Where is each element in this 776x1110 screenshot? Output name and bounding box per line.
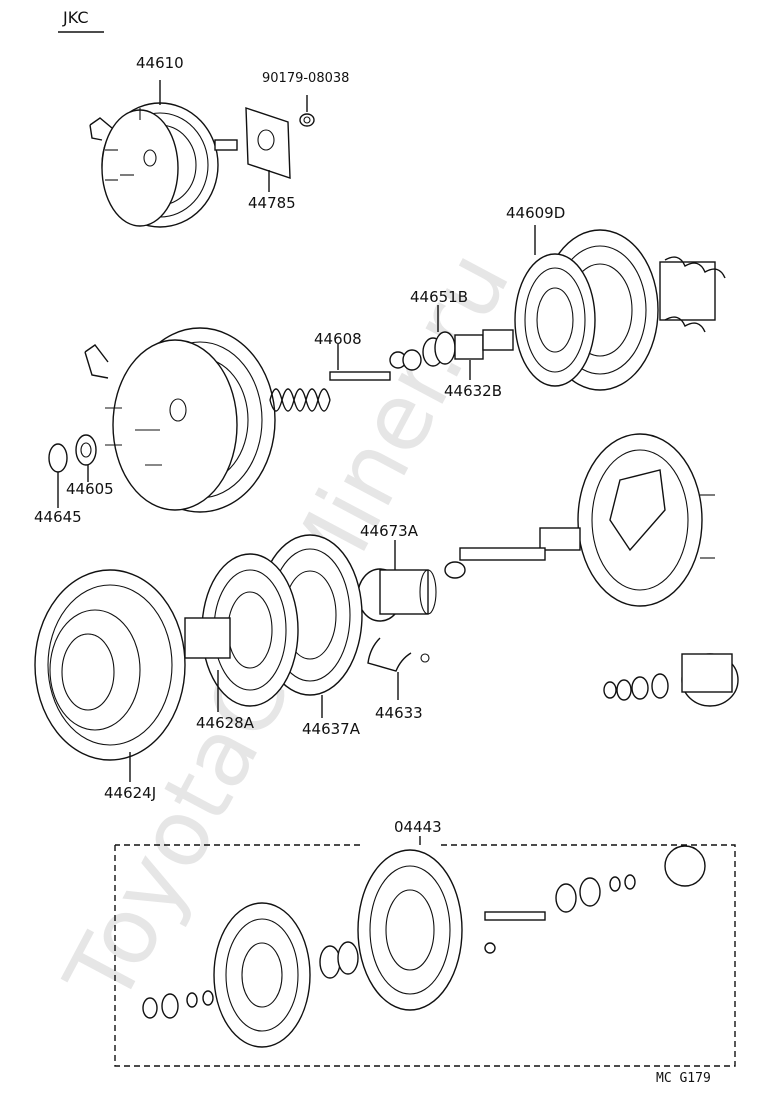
label-44785: 44785 — [248, 194, 296, 212]
clip-drawing — [367, 637, 430, 700]
label-44637A: 44637A — [302, 720, 360, 738]
seals-drawing — [603, 653, 739, 707]
label-44605: 44605 — [66, 480, 114, 498]
header-code: JKC — [63, 8, 89, 27]
kit-box-drawing — [114, 836, 736, 1067]
label-44608: 44608 — [314, 330, 362, 348]
valve-drawing — [422, 305, 514, 380]
label-44633: 44633 — [375, 704, 423, 722]
diaphragm2-drawing — [184, 553, 299, 712]
label-44628A: 44628A — [196, 714, 254, 732]
label-44610: 44610 — [136, 54, 184, 72]
label-44609D: 44609D — [506, 204, 566, 222]
label-04443: 04443 — [394, 818, 442, 836]
rear-shell-drawing — [444, 433, 715, 607]
label-90179-08038: 90179-08038 — [262, 71, 350, 86]
label-44645: 44645 — [34, 508, 82, 526]
label-44651B: 44651B — [410, 288, 469, 306]
front-shell-drawing — [34, 569, 186, 782]
nut-drawing — [299, 95, 315, 127]
rod-drawing — [269, 344, 422, 412]
gasket-drawing — [245, 107, 291, 192]
diaphragm-drawing — [514, 225, 726, 391]
booster-large-drawing — [84, 327, 276, 513]
label-44624J: 44624J — [104, 784, 157, 802]
washer-drawing — [48, 434, 97, 508]
label-44673A: 44673A — [360, 522, 418, 540]
boot-drawing — [357, 540, 437, 622]
booster-small-drawing — [89, 80, 238, 228]
label-44632B: 44632B — [444, 382, 503, 400]
footer-code: MC G179 — [656, 1071, 711, 1086]
